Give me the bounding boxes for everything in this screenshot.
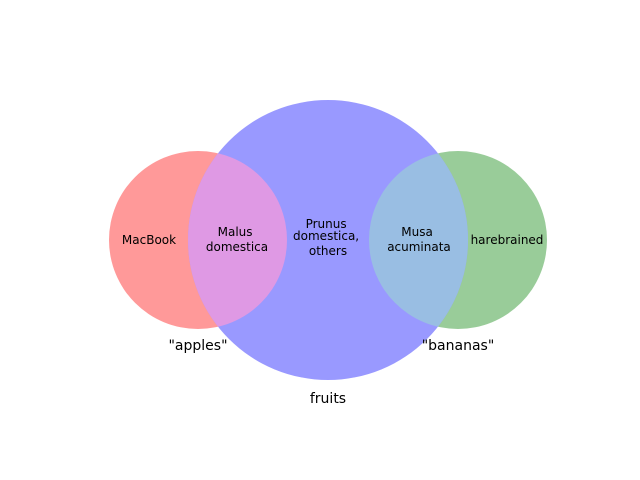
- set-label-bananas: "bananas": [422, 338, 495, 354]
- region-bananas-only-label: harebrained: [471, 233, 544, 247]
- set-label-fruits: fruits: [310, 391, 346, 407]
- region-fruits-bananas-label: Musa acuminata: [387, 225, 451, 254]
- region-apples-only-label: MacBook: [122, 233, 176, 247]
- set-label-apples: "apples": [168, 338, 227, 354]
- region-fruits-only-label: Prunus domestica, others: [293, 217, 363, 258]
- region-apples-fruits-label: Malus domestica: [206, 225, 268, 254]
- fruits-circle: [188, 100, 468, 380]
